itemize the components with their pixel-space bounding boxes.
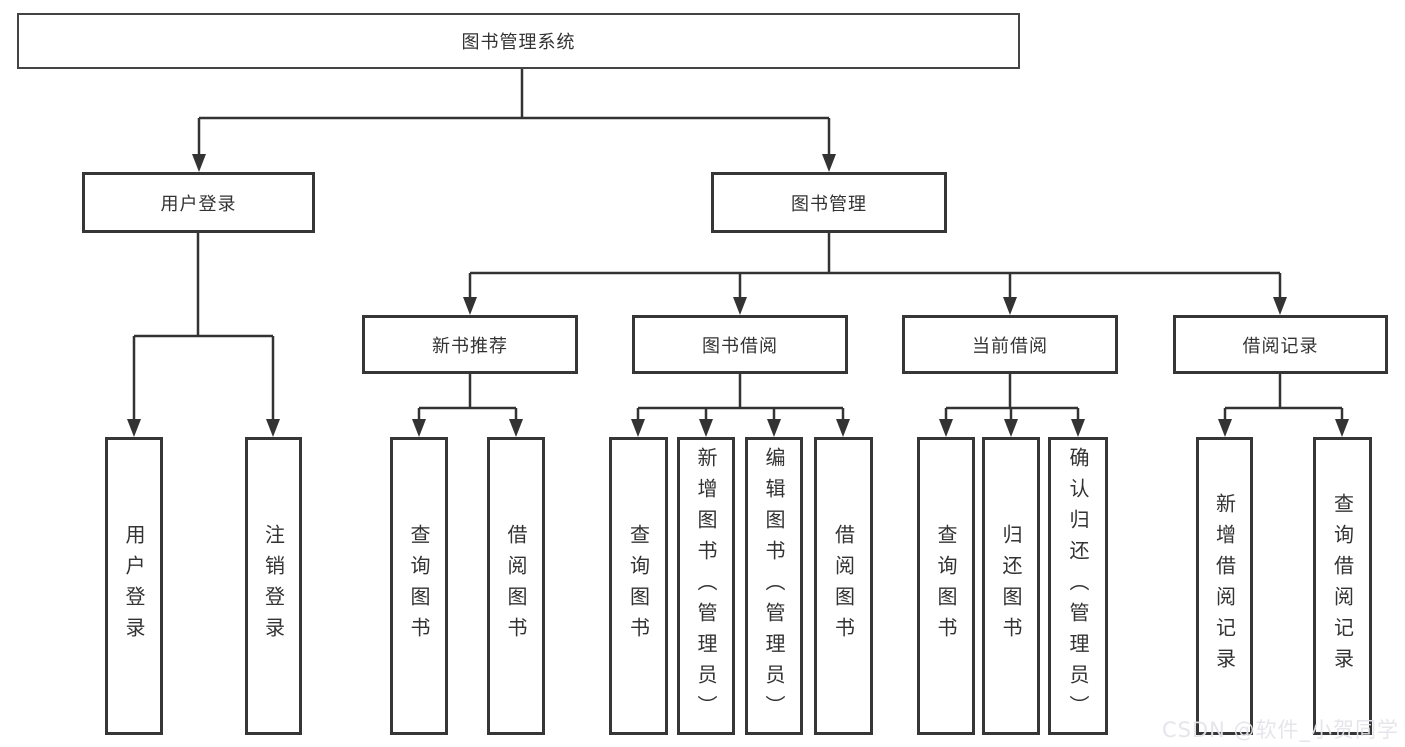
leaf-logout: 注销登录 [245, 437, 302, 735]
leaf-query-books-recommend: 查询图书 [390, 437, 448, 735]
leaf-user-login: 用户登录 [105, 437, 163, 735]
arrowhead [1071, 419, 1085, 437]
node-current-borrow: 当前借阅 [902, 315, 1118, 374]
arrowhead [1335, 419, 1349, 437]
leaf-return-books: 归还图书 [982, 437, 1040, 735]
leaf-add-books-admin: 新增图书（管理员） [677, 437, 735, 735]
node-new-book-recommend: 新书推荐 [362, 315, 578, 374]
node-book-management: 图书管理 [711, 172, 947, 233]
arrowhead [412, 419, 426, 437]
leaf-borrow-books-recommend: 借阅图书 [487, 437, 545, 735]
node-book-borrow: 图书借阅 [632, 315, 848, 374]
leaf-label: 借阅图书 [504, 524, 528, 648]
arrowhead [192, 154, 206, 172]
leaf-label: 新增图书（管理员） [694, 446, 718, 726]
arrowhead [1003, 297, 1017, 315]
leaf-label: 借阅图书 [831, 524, 856, 648]
watermark: CSDN @软件_小贺同学 [1161, 718, 1399, 742]
leaf-add-borrow-record: 新增借阅记录 [1196, 437, 1253, 735]
arrowhead [822, 154, 836, 172]
leaf-label: 确认归还（管理员） [1066, 446, 1090, 726]
leaf-query-books-borrow: 查询图书 [609, 437, 668, 735]
arrowhead [1004, 419, 1018, 437]
arrowhead [127, 419, 141, 437]
leaf-query-books-current: 查询图书 [917, 437, 975, 735]
leaf-confirm-return-admin: 确认归还（管理员） [1048, 437, 1108, 735]
arrowhead [266, 419, 280, 437]
node-user-login: 用户登录 [82, 172, 315, 233]
node-root: 图书管理系统 [17, 13, 1020, 69]
arrowhead [939, 419, 953, 437]
leaf-label: 查询图书 [407, 524, 431, 648]
leaf-label: 查询图书 [934, 524, 958, 648]
leaf-borrow-books: 借阅图书 [814, 437, 873, 735]
arrowhead [463, 297, 477, 315]
leaf-edit-books-admin: 编辑图书（管理员） [745, 437, 803, 735]
leaf-label: 归还图书 [999, 524, 1023, 648]
leaf-label: 编辑图书（管理员） [762, 446, 786, 726]
leaf-label: 查询借阅记录 [1330, 493, 1355, 679]
arrowhead [699, 419, 713, 437]
arrowhead [1273, 297, 1287, 315]
leaf-label: 注销登录 [261, 524, 286, 648]
leaf-label: 新增借阅记录 [1212, 493, 1237, 679]
arrowhead [631, 419, 645, 437]
node-borrow-records: 借阅记录 [1173, 315, 1388, 374]
leaf-label: 查询图书 [626, 524, 651, 648]
arrowhead [836, 419, 850, 437]
arrowhead [733, 297, 747, 315]
arrowhead [509, 419, 523, 437]
leaf-label: 用户登录 [122, 524, 146, 648]
leaf-query-borrow-record: 查询借阅记录 [1313, 437, 1372, 735]
arrowhead [1218, 419, 1232, 437]
arrowhead [767, 419, 781, 437]
